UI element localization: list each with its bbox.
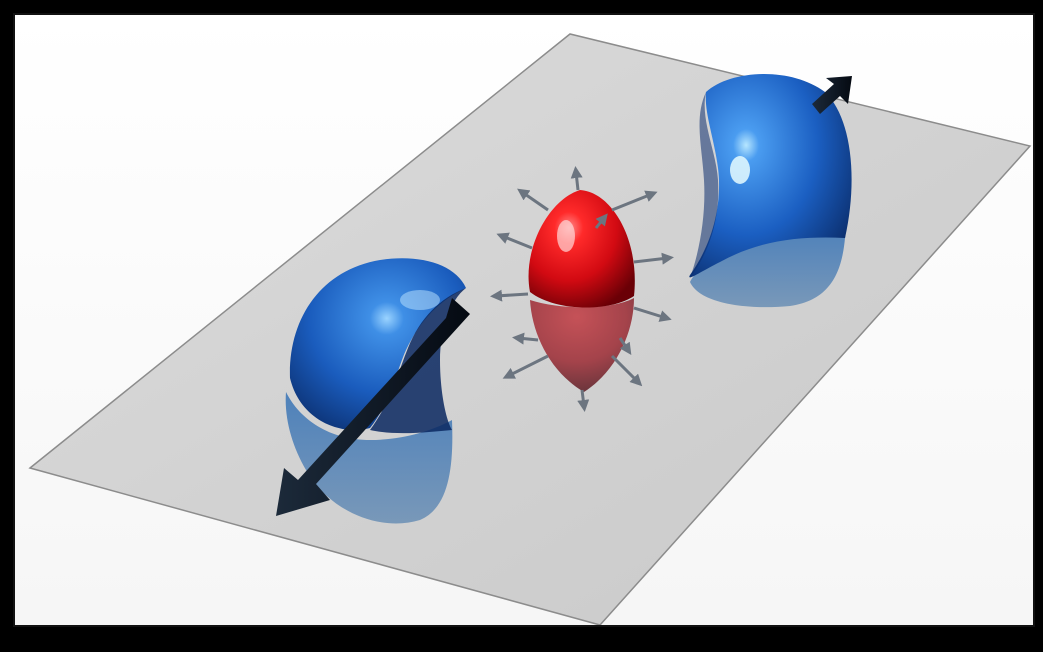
left-crescent-highlight [400,290,440,310]
arrow-down [582,390,584,406]
right-blue-crescent [689,74,852,307]
right-crescent-highlight [730,156,750,184]
arrow-up [576,172,578,190]
arrow-left-lower [518,338,538,340]
arrow-left [496,294,528,296]
red-highlight [557,220,575,252]
